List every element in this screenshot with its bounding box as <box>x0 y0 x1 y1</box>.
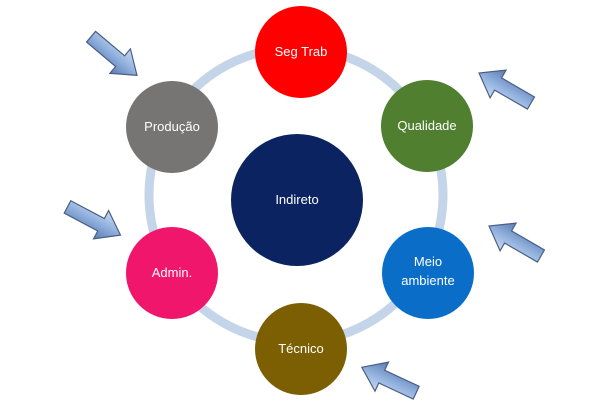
node-circle <box>255 6 347 98</box>
center-node-indireto: Indireto <box>231 134 363 266</box>
node-label-tecnico: Técnico <box>278 341 324 356</box>
node-label-seg-trab: Seg Trab <box>275 44 328 59</box>
arrow-icon-right <box>488 222 546 263</box>
arrow-icon-top-right <box>478 69 536 110</box>
node-qualidade: Qualidade <box>381 80 473 172</box>
node-label-admin: Admin. <box>152 265 192 280</box>
node-producao: Produção <box>126 81 218 173</box>
node-circle <box>126 227 218 319</box>
arrow-icon-bottom-right <box>360 361 420 400</box>
node-label-producao: Produção <box>144 119 200 134</box>
center-circle <box>231 134 363 266</box>
node-tecnico: Técnico <box>255 303 347 395</box>
arrow-icon-left <box>63 199 122 240</box>
center-label: Indireto <box>275 192 318 207</box>
arrow-icon-top-left <box>85 30 138 76</box>
node-label-meio-line2: ambiente <box>401 273 454 288</box>
node-circle <box>126 81 218 173</box>
node-circle <box>382 227 474 319</box>
node-label-meio-line1: Meio <box>414 254 442 269</box>
node-admin: Admin. <box>126 227 218 319</box>
node-circle <box>381 80 473 172</box>
node-meio-ambiente: Meio ambiente <box>382 227 474 319</box>
node-circle <box>255 303 347 395</box>
node-label-qualidade: Qualidade <box>397 118 456 133</box>
node-seg-trab: Seg Trab <box>255 6 347 98</box>
